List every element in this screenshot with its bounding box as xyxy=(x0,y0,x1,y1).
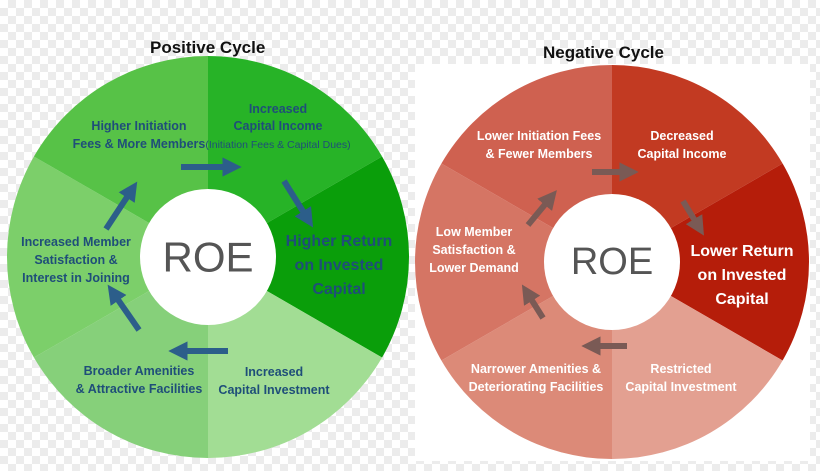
negative-flow-arrow-2 xyxy=(680,199,704,236)
negative-flow-arrow-4 xyxy=(521,284,546,320)
positive-flow-arrow-2 xyxy=(281,179,314,228)
positive-center-circle xyxy=(140,189,276,325)
positive-segment-5 xyxy=(6,156,209,358)
positive-segment-2 xyxy=(208,156,409,358)
positive-cycle-title: Positive Cycle xyxy=(150,38,266,57)
negative-flow-arrow-5 xyxy=(525,190,557,227)
negative-segment-5 xyxy=(415,163,612,361)
positive-segment-sublabel-1: (Initiation Fees & Capital Dues) xyxy=(205,139,350,151)
positive-segment-label-4: Broader Amenities& Attractive Facilities xyxy=(76,364,203,396)
positive-flow-arrow-5 xyxy=(103,181,138,231)
negative-center-label: ROE xyxy=(571,241,653,283)
negative-segment-label-4: Narrower Amenities &Deteriorating Facili… xyxy=(469,362,604,394)
positive-flow-arrow-4 xyxy=(107,284,142,332)
negative-segment-2 xyxy=(612,163,809,361)
negative-center-circle xyxy=(544,194,680,330)
positive-center-label: ROE xyxy=(162,234,253,281)
negative-segment-label-6: Lower Initiation Fees& Fewer Members xyxy=(477,129,601,161)
negative-cycle-title: Negative Cycle xyxy=(543,43,664,62)
